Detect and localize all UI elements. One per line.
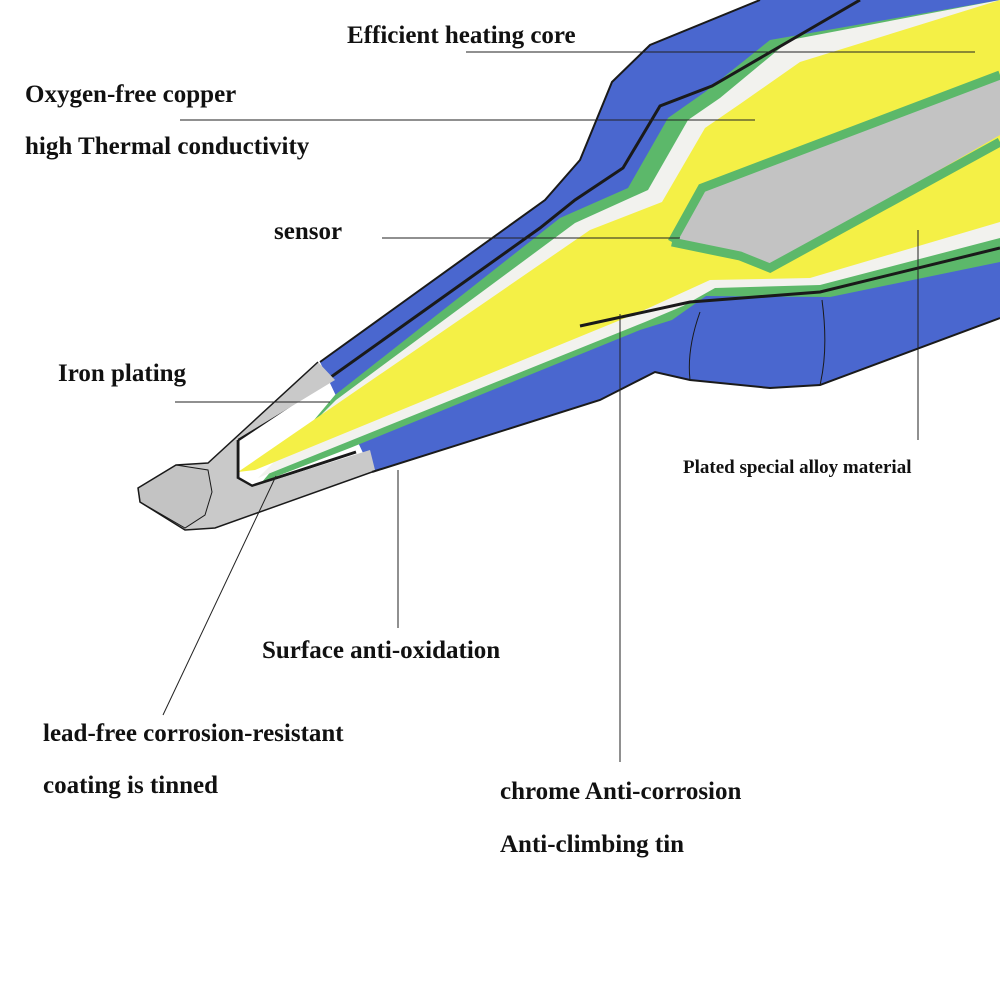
shell-groove bbox=[688, 299, 826, 386]
core-border bbox=[668, 70, 1000, 273]
label-copper-line2: high Thermal conductivity bbox=[25, 133, 310, 160]
tip-outline bbox=[137, 361, 373, 531]
inner-outline bbox=[236, 0, 1000, 488]
heating-core bbox=[672, 75, 1000, 268]
label-anti-oxidation: Surface anti-oxidation bbox=[262, 637, 501, 664]
label-chrome-line1: chrome Anti-corrosion bbox=[500, 778, 742, 805]
label-sensor: sensor bbox=[274, 218, 343, 245]
leader-lead-free bbox=[162, 475, 277, 716]
label-iron-plating: Iron plating bbox=[58, 360, 187, 387]
leader-lines bbox=[162, 51, 975, 762]
copper-layer bbox=[238, 0, 1000, 472]
label-chrome-line2: Anti-climbing tin bbox=[500, 831, 685, 858]
label-copper-line1: Oxygen-free copper bbox=[25, 81, 237, 108]
label-heating-core: Efficient heating core bbox=[347, 22, 576, 49]
label-lead-free-line2: coating is tinned bbox=[43, 772, 219, 799]
label-alloy: Plated special alloy material bbox=[683, 457, 912, 478]
label-lead-free-line1: lead-free corrosion-resistant bbox=[43, 720, 344, 747]
